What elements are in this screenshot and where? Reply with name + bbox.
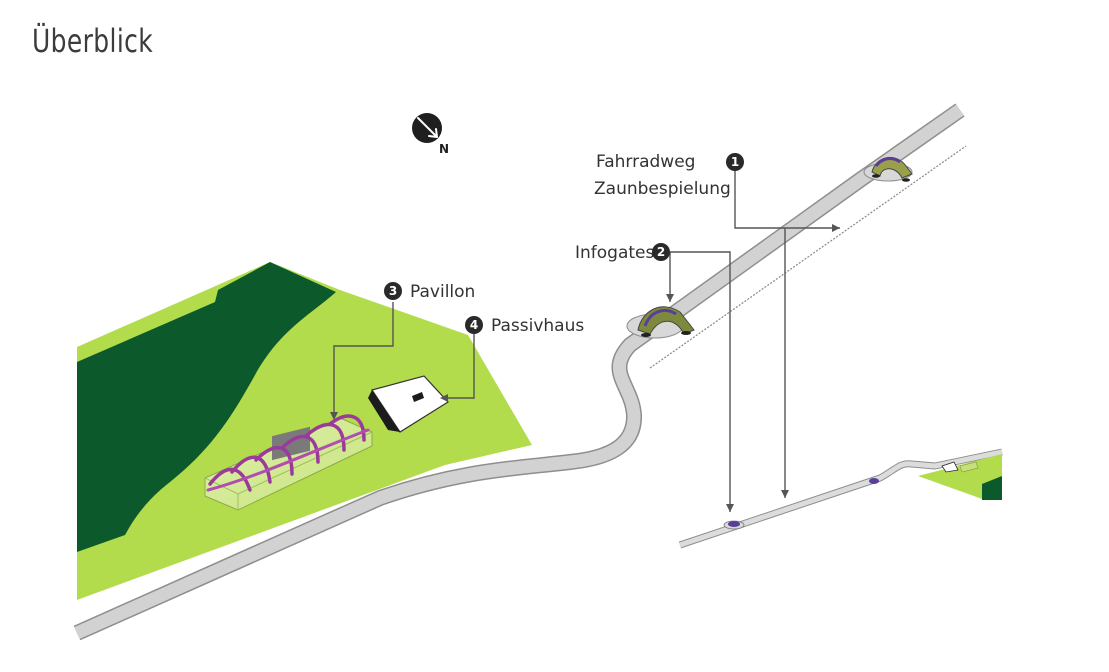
callout-1-line-2: Zaunbespielung [594,179,731,199]
main-path [73,103,967,641]
passivhaus [368,375,449,433]
callout-2-number: 2 [657,245,665,259]
leader-lines [330,166,840,512]
callout-2-label: Infogates [575,243,655,263]
leader-2 [669,251,731,512]
callout-3: 3 Pavillon [384,282,475,302]
callout-4-label: Passivhaus [491,316,584,336]
callout-1-marker [726,153,744,171]
pavillon-arcs [208,414,366,492]
field-dark-forest [77,262,336,552]
callout-3-label: Pavillon [410,282,475,302]
path-surface [74,104,964,639]
callout-1: 1 Fahrradweg Zaunbespielung [594,152,744,199]
inset-map [678,448,1003,549]
infogate-top [863,157,913,182]
callout-2: Infogates 2 [575,243,670,263]
leader-1 [734,166,840,229]
callout-1-number: 1 [731,155,739,169]
inset-forest [982,476,1002,500]
infogate-upper [626,306,695,339]
page-title: Überblick [32,22,154,60]
callout-1-line-1: Fahrradweg [596,152,695,172]
callout-4: 4 Passivhaus [465,316,584,336]
callout-2-marker [652,243,670,261]
callout-4-number: 4 [470,318,478,332]
compass-label: N [439,142,449,156]
fence-line [649,145,967,369]
inset-field [918,454,1002,500]
callout-3-marker [384,282,402,300]
leader-4 [444,334,475,399]
leader-3 [333,302,394,418]
compass: N [412,113,449,156]
callout-4-marker [465,316,483,334]
pavillon [204,414,373,511]
callout-3-number: 3 [389,284,397,298]
